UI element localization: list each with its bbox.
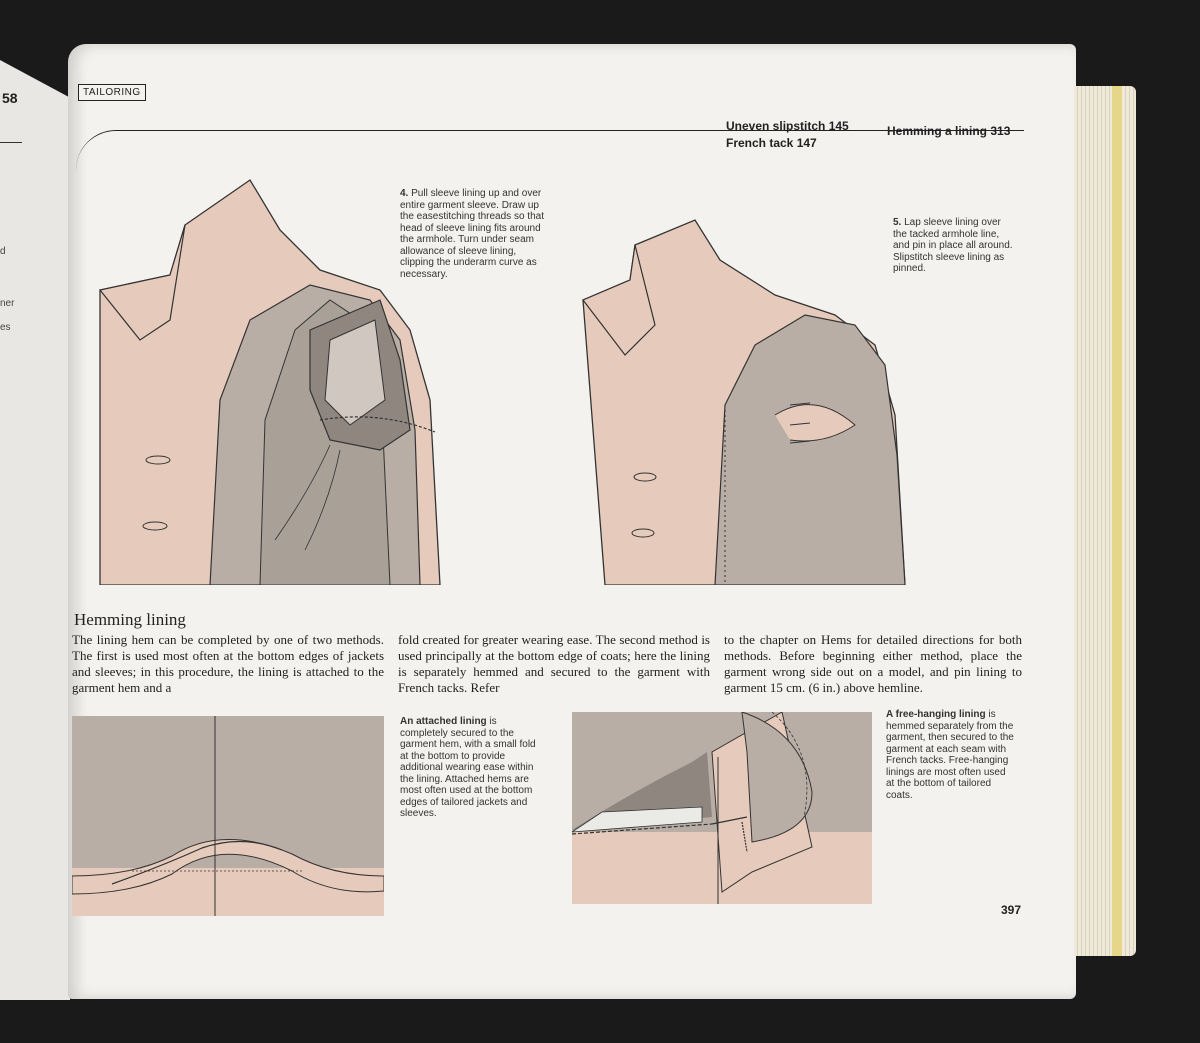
- header-rule: [76, 130, 1024, 170]
- step-caption: 4. Pull sleeve lining up and over entire…: [400, 188, 545, 280]
- step-number: 5.: [893, 217, 902, 228]
- left-page-fragment: ner: [0, 298, 15, 309]
- body-column: The lining hem can be completed by one o…: [72, 632, 384, 695]
- left-page-fragment: d: [0, 246, 6, 257]
- step-number: 4.: [400, 188, 409, 199]
- left-page-number: 58: [2, 90, 18, 106]
- left-page-fragment: es: [0, 322, 11, 333]
- left-page-rule: [0, 142, 22, 143]
- figure-caption-text: is hemmed separately from the garment, t…: [886, 709, 1014, 801]
- cross-reference-label: Hemming a lining 313: [887, 124, 1011, 138]
- figure-caption: An attached lining is completely secured…: [400, 716, 538, 820]
- page-number: 397: [1001, 903, 1022, 917]
- body-column: to the chapter on Hems for detailed dire…: [724, 632, 1022, 695]
- figure-caption: A free-hanging lining is hemmed separate…: [886, 709, 1014, 801]
- cross-reference-sub: French tack 147: [726, 136, 817, 150]
- step-text: Pull sleeve lining up and over entire ga…: [400, 188, 544, 280]
- cross-reference: Uneven slipstitch 145 French tack 147: [726, 118, 849, 152]
- attached-lining-illustration: [72, 716, 384, 916]
- figure-caption-lead: An attached lining: [400, 716, 487, 727]
- cross-reference-label: Uneven slipstitch 145: [726, 119, 849, 133]
- jacket-illustration-step-4: [98, 179, 441, 585]
- step-caption: 5. Lap sleeve lining over the tacked arm…: [893, 217, 1013, 275]
- page-edges: [1074, 86, 1136, 956]
- body-column: fold created for greater wearing ease. T…: [398, 632, 710, 695]
- step-text: Lap sleeve lining over the tacked armhol…: [893, 217, 1013, 274]
- left-page: 58 d ner es: [0, 60, 70, 1000]
- figure-caption-lead: A free-hanging lining: [886, 709, 986, 720]
- cross-reference: Hemming a lining 313: [887, 123, 1010, 140]
- section-heading: Hemming lining: [74, 610, 186, 629]
- free-hanging-lining-illustration: [572, 712, 872, 904]
- section-tag: TAILORING: [78, 84, 146, 101]
- jacket-illustration-step-5: [582, 219, 906, 585]
- figure-caption-text: is completely secured to the garment hem…: [400, 716, 536, 819]
